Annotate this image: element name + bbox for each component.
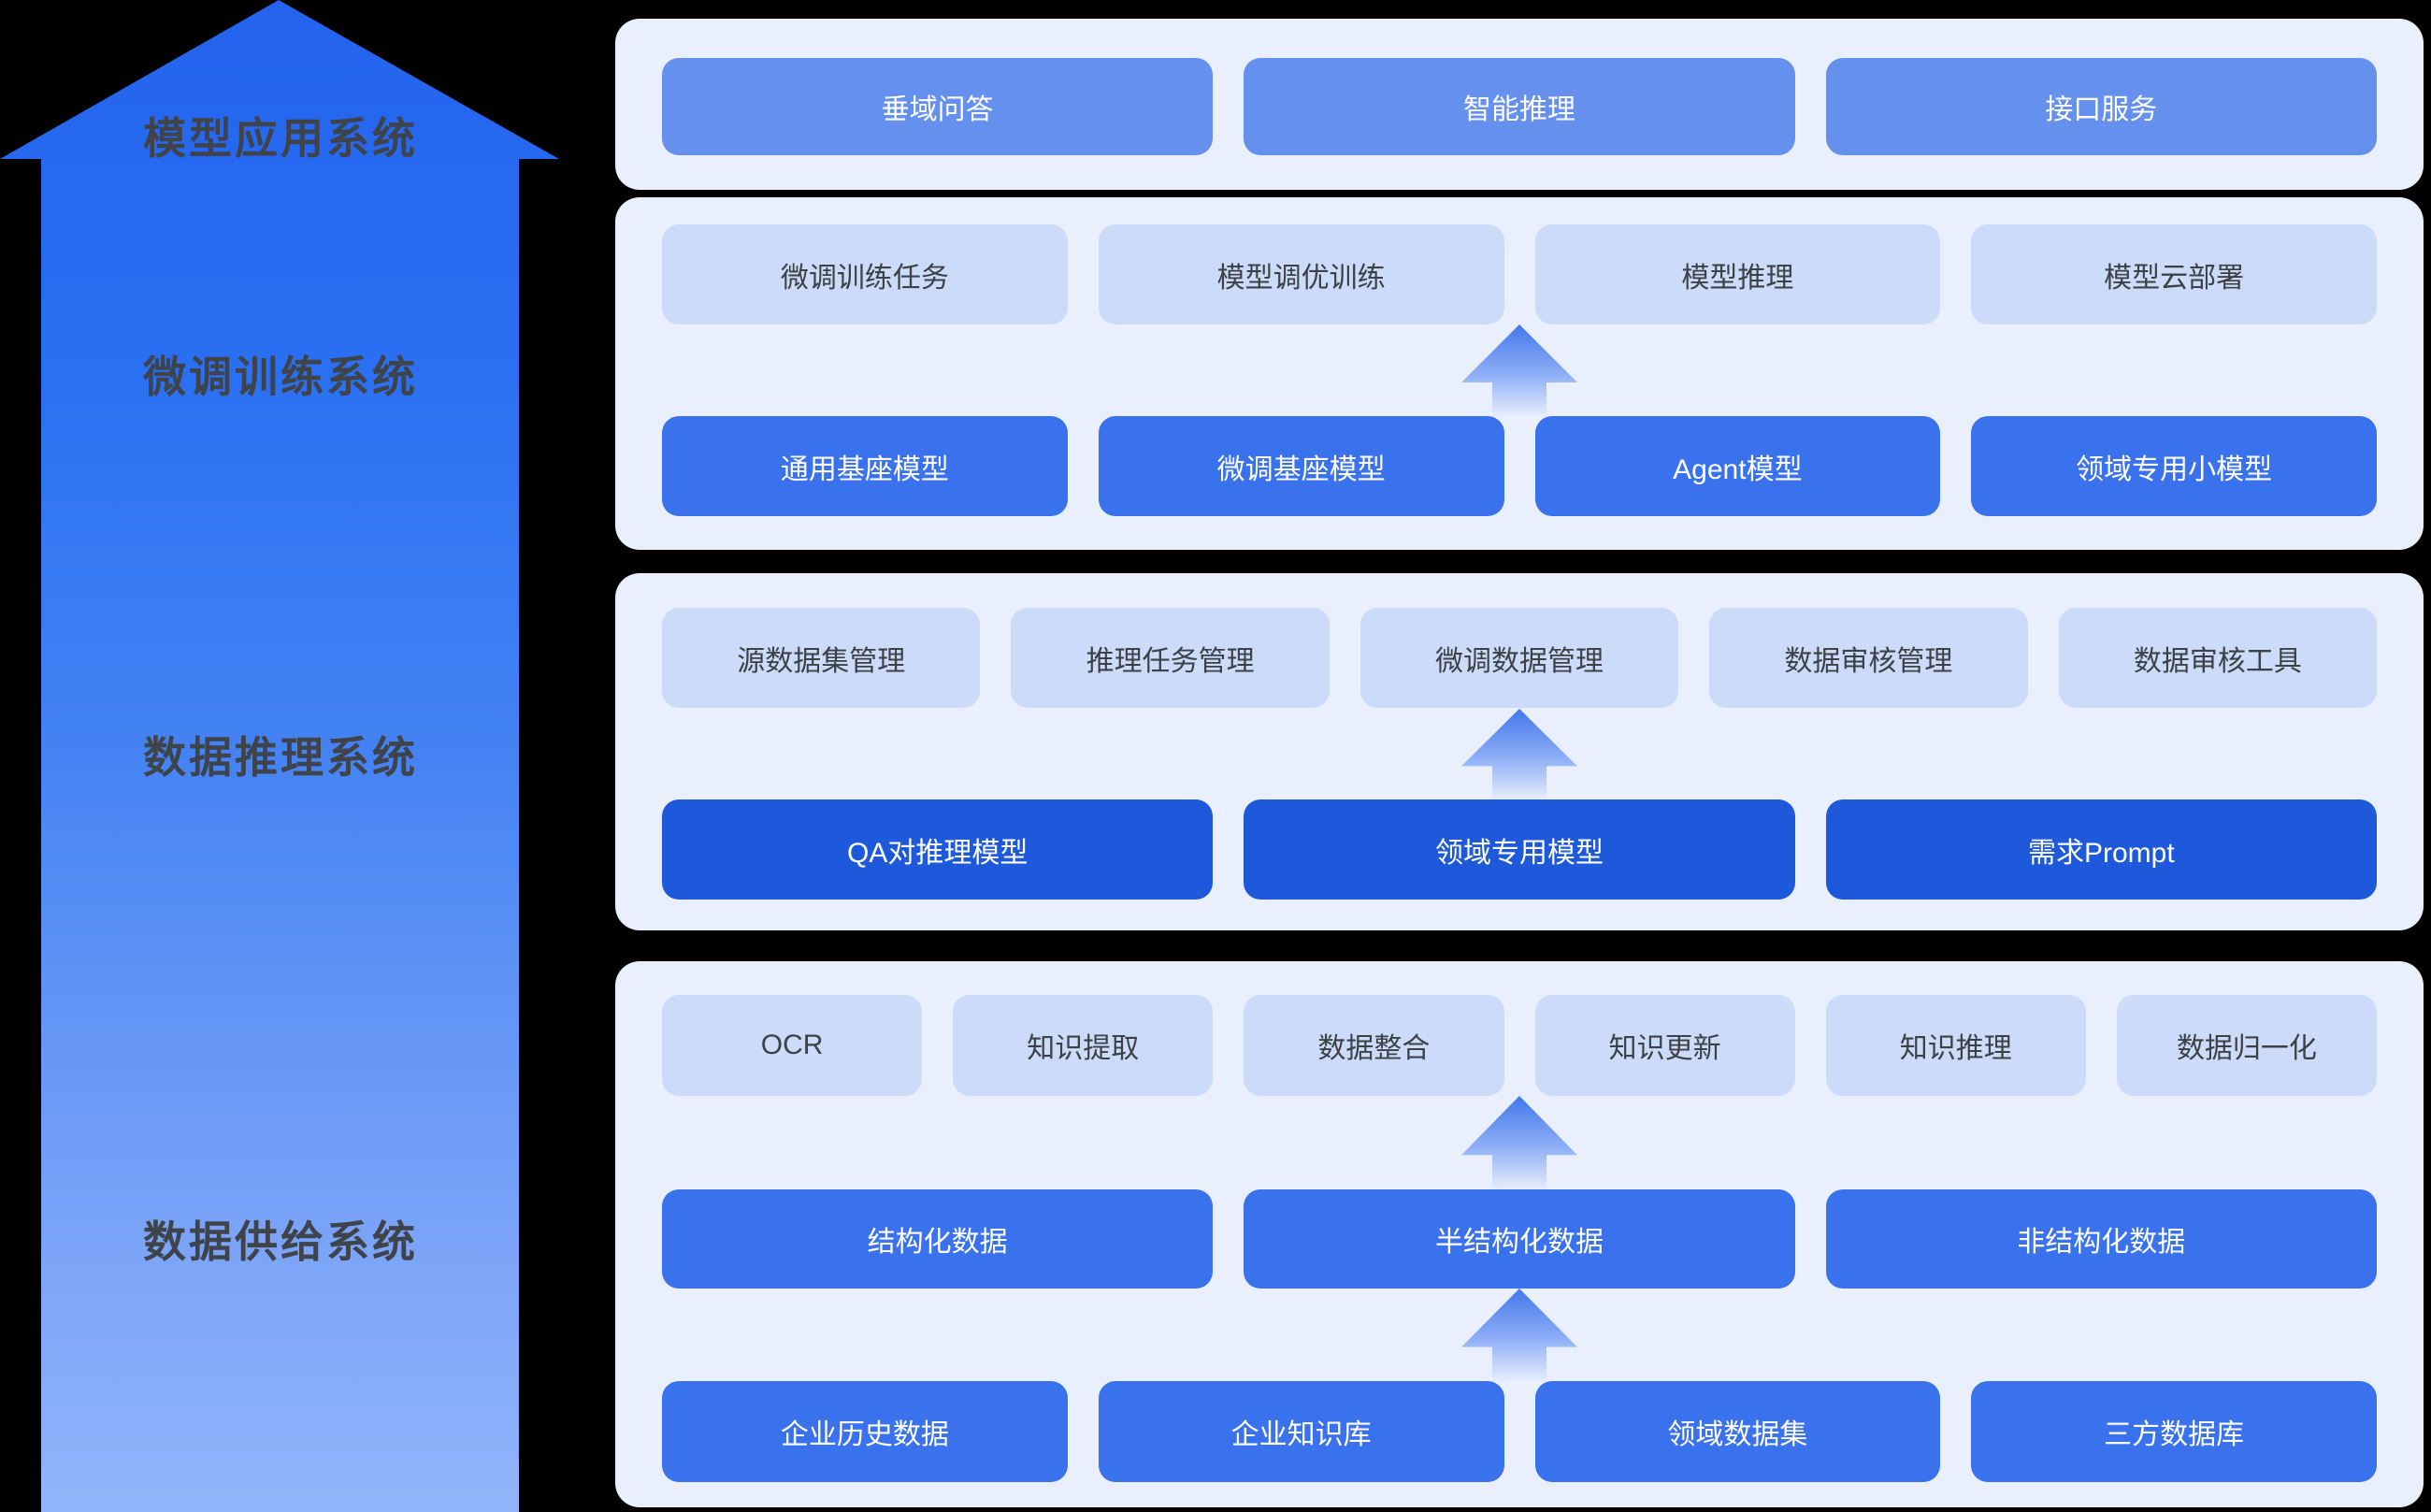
- chip-row: OCR 知识提取数据整合知识更新知识推理数据归一化: [662, 995, 2378, 1096]
- chip: 需求Prompt: [1825, 799, 2377, 900]
- layer-label-data-supply: 数据供给系统: [143, 1217, 418, 1266]
- chip: 微调基座模型: [1098, 416, 1504, 516]
- up-arrow-graphic: [0, 0, 559, 1512]
- chip: 数据整合: [1244, 995, 1504, 1096]
- chip-row: 垂域问答智能推理接口服务: [662, 58, 2377, 155]
- panel-data-supply-system: OCR 知识提取数据整合知识更新知识推理数据归一化 结构化数据半结构化数据非结构化…: [615, 961, 2424, 1507]
- chip-row: 微调训练任务模型调优训练模型推理模型云部署: [662, 224, 2377, 324]
- chip: 企业知识库: [1098, 1381, 1504, 1482]
- up-arrow-icon: [1461, 1289, 1577, 1381]
- chip: 模型推理: [1534, 224, 1941, 324]
- chip: 数据审核管理: [1709, 608, 2028, 708]
- layer-label-finetune-training: 微调训练系统: [143, 353, 418, 401]
- chip: 接口服务: [1825, 58, 2377, 155]
- chip-row: QA对推理模型领域专用模型需求Prompt: [662, 799, 2377, 900]
- chip: 企业历史数据: [662, 1381, 1068, 1482]
- chip: 智能推理: [1244, 58, 1795, 155]
- chip: 垂域问答: [662, 58, 1214, 155]
- panel-data-inference-system: 源数据集管理推理任务管理微调数据管理数据审核管理数据审核工具 QA对推理模型领域…: [615, 573, 2424, 930]
- chip-row: 企业历史数据企业知识库领域数据集三方数据库: [662, 1381, 2377, 1482]
- chip: 模型调优训练: [1098, 224, 1504, 324]
- layer-label-data-inference: 数据推理系统: [143, 733, 418, 782]
- chip: 数据归一化: [2116, 995, 2378, 1096]
- chip: 通用基座模型: [662, 416, 1068, 516]
- chip: 三方数据库: [1971, 1381, 2377, 1482]
- chip-row: 通用基座模型微调基座模型 Agent模型领域专用小模型: [662, 416, 2377, 516]
- chip: 领域专用模型: [1244, 799, 1795, 900]
- layer-label-model-application: 模型应用系统: [143, 114, 418, 163]
- chip: 源数据集管理: [662, 608, 981, 708]
- chip: 微调数据管理: [1359, 608, 1679, 708]
- chip: 领域数据集: [1534, 1381, 1941, 1482]
- chip: 知识提取: [953, 995, 1214, 1096]
- up-arrow-icon: [1461, 709, 1577, 799]
- chip-row: 结构化数据半结构化数据非结构化数据: [662, 1189, 2377, 1289]
- chip: 领域专用小模型: [1971, 416, 2377, 516]
- up-arrow-icon: [1461, 1096, 1577, 1189]
- chip: 微调训练任务: [662, 224, 1068, 324]
- panel-finetune-training-system: 微调训练任务模型调优训练模型推理模型云部署 通用基座模型微调基座模型 Agent模…: [615, 197, 2424, 550]
- chip: 知识更新: [1534, 995, 1795, 1096]
- chip: 模型云部署: [1971, 224, 2377, 324]
- chip: OCR: [662, 995, 923, 1096]
- up-arrow-icon: [1461, 324, 1577, 416]
- chip: 结构化数据: [662, 1189, 1214, 1289]
- chip: 半结构化数据: [1244, 1189, 1795, 1289]
- chip: Agent模型: [1534, 416, 1941, 516]
- panel-model-application-system: 垂域问答智能推理接口服务: [615, 19, 2424, 190]
- chip: 数据审核工具: [2058, 608, 2378, 708]
- chip: 知识推理: [1825, 995, 2086, 1096]
- chip: QA对推理模型: [662, 799, 1214, 900]
- chip: 推理任务管理: [1011, 608, 1330, 708]
- chip: 非结构化数据: [1825, 1189, 2377, 1289]
- chip-row: 源数据集管理推理任务管理微调数据管理数据审核管理数据审核工具: [662, 608, 2378, 708]
